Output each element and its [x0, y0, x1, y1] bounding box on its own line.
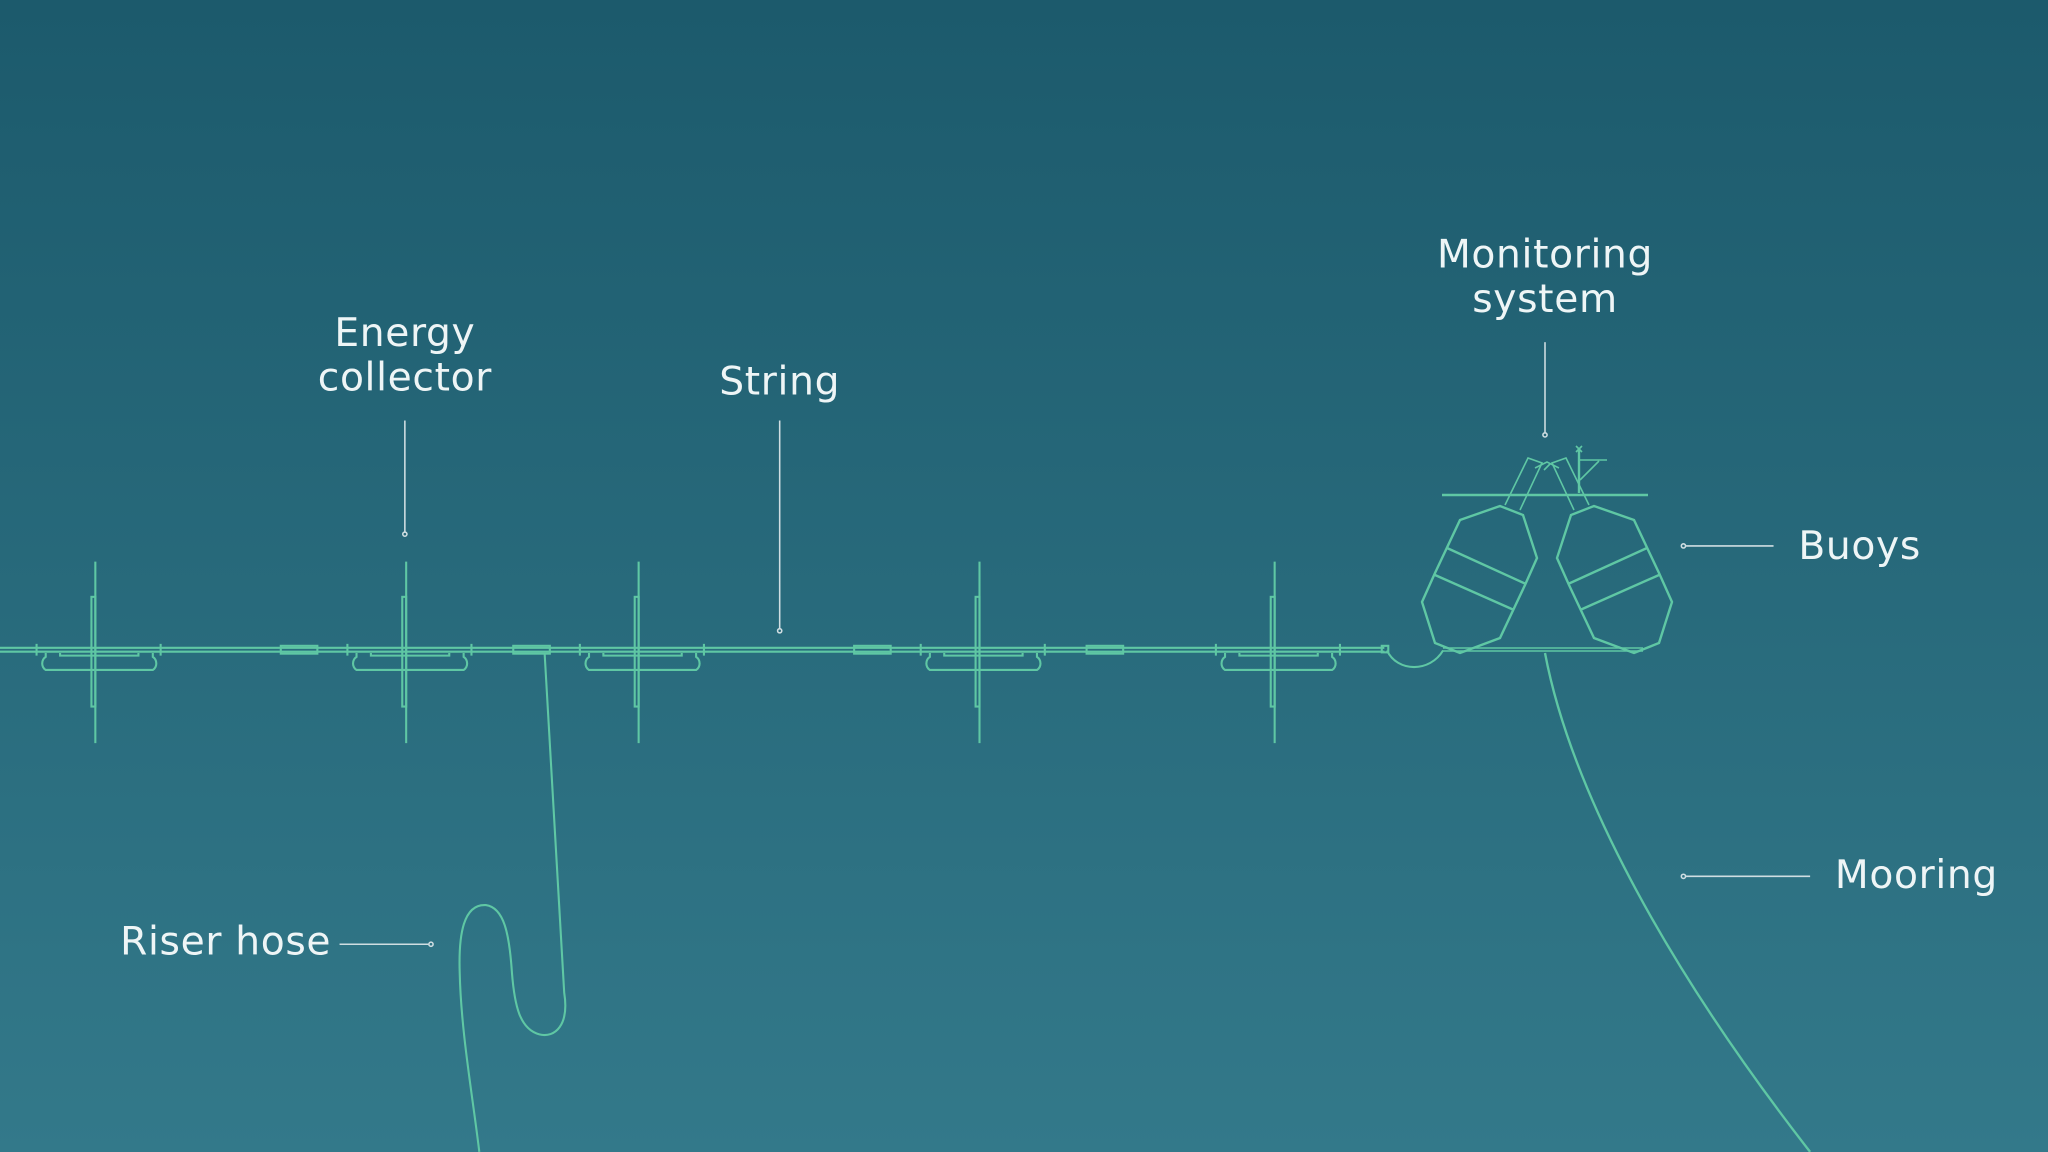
energy-collectors — [35, 561, 1342, 744]
buoy-left — [1420, 457, 1544, 655]
collector-float — [1220, 652, 1337, 672]
string-connector — [1085, 644, 1125, 655]
riser-hose — [458, 652, 567, 1152]
collector-plate — [90, 595, 97, 708]
energy-collector — [346, 561, 473, 744]
string-connector — [512, 644, 551, 655]
energy-collector — [578, 561, 705, 744]
energy-collector — [1214, 561, 1342, 744]
collector-plate — [633, 595, 640, 708]
label-mooring: Mooring — [1680, 853, 1998, 898]
label-monitoring-system: Monitoring system — [1437, 233, 1653, 438]
label-text: system — [1472, 277, 1618, 322]
monitoring-mast-icon — [1534, 445, 1607, 493]
buoys-assembly — [1420, 445, 1674, 655]
energy-collector — [919, 561, 1046, 744]
label-energy-collector: Energy collector — [318, 311, 492, 538]
string-connector — [279, 644, 319, 655]
collector-plate — [974, 595, 981, 708]
collector-plate — [401, 595, 408, 708]
mooring-line — [1543, 652, 1812, 1152]
label-text: Buoys — [1798, 524, 1921, 569]
string-line — [0, 644, 1390, 655]
label-text: String — [719, 359, 840, 404]
label-text: collector — [318, 355, 492, 400]
label-text: Monitoring — [1437, 233, 1653, 278]
string-end-shackle — [1380, 644, 1390, 654]
label-text: Riser hose — [120, 920, 331, 965]
label-text: Energy — [334, 311, 475, 356]
label-text: Mooring — [1835, 853, 1998, 898]
string-connector — [853, 644, 892, 655]
collector-float — [41, 652, 158, 672]
label-buoys: Buoys — [1680, 524, 1921, 569]
collector-float — [584, 652, 701, 672]
collector-plate — [1269, 595, 1276, 708]
label-riser-hose: Riser hose — [120, 920, 434, 965]
energy-collector — [35, 561, 162, 744]
label-string: String — [719, 359, 840, 634]
buoy-right — [1550, 457, 1674, 655]
buoy-connector-hose — [1386, 649, 1445, 669]
collector-float — [925, 652, 1042, 672]
collector-float — [352, 652, 469, 672]
